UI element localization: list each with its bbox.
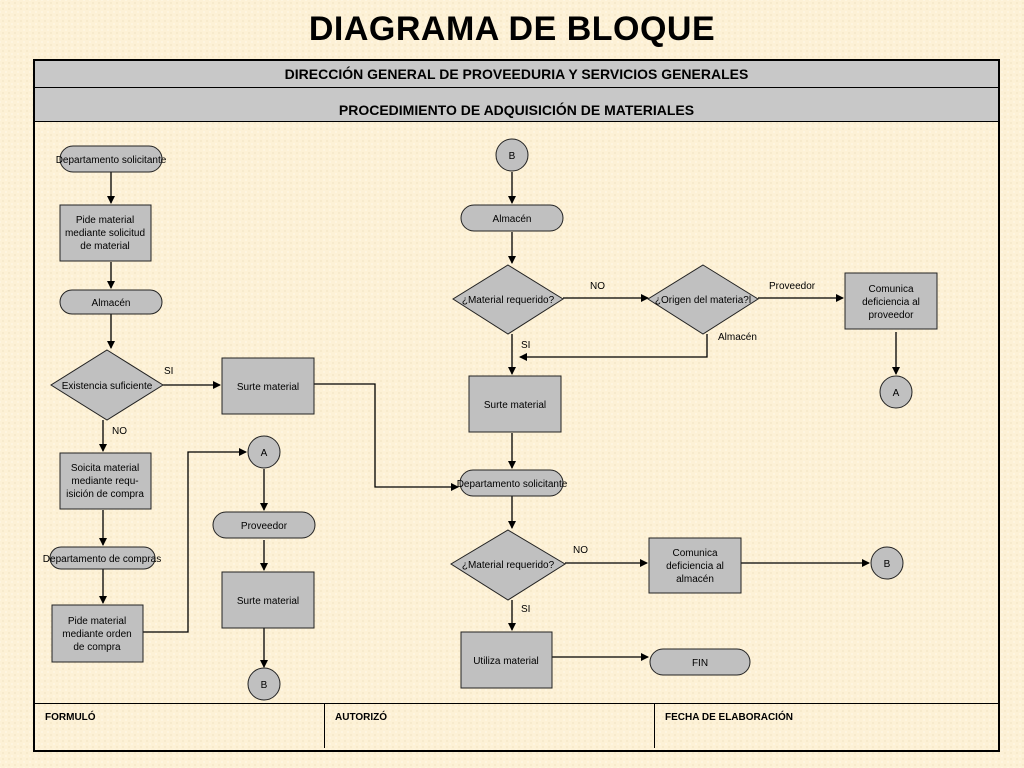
label-si-requerido-2: SI: [521, 604, 530, 615]
connector-a-right: A: [879, 375, 913, 409]
svg-text:B: B: [509, 151, 516, 162]
process-comunica-almacen: Comunica deficiencia al almacén: [648, 537, 742, 594]
footer-formulo: FORMULÓ: [35, 703, 325, 748]
label-no-requerido-2: NO: [573, 545, 588, 556]
footer-fecha: FECHA DE ELABORACIÓN: [655, 703, 998, 748]
svg-text:B: B: [261, 680, 268, 691]
decision-existencia-suficiente: Existencia suficiente: [50, 349, 164, 421]
decision-origen-material: ¿Origen del materia?l: [647, 264, 759, 335]
svg-text:Utiliza material: Utiliza material: [473, 656, 539, 667]
label-proveedor-branch: Proveedor: [769, 281, 816, 292]
connector-b-top: B: [495, 138, 529, 172]
label-no-existencia: NO: [112, 426, 127, 437]
svg-text:Soicita material: Soicita material: [71, 463, 139, 474]
svg-text:Surte material: Surte material: [237, 382, 299, 393]
svg-text:¿Material requerido?: ¿Material requerido?: [462, 560, 555, 571]
svg-text:proveedor: proveedor: [868, 310, 914, 321]
svg-text:Pide material: Pide material: [68, 616, 126, 627]
terminal-departamento-compras: Departamento de compras: [43, 546, 161, 570]
svg-text:Pide material: Pide material: [76, 215, 134, 226]
terminal-departamento-solicitante: Departamento solicitante: [56, 145, 167, 173]
svg-text:Departamento de compras: Departamento de compras: [43, 554, 161, 565]
svg-text:¿Material requerido?: ¿Material requerido?: [462, 295, 555, 306]
svg-text:deficiencia al: deficiencia al: [666, 561, 724, 572]
label-si-existencia: SI: [164, 366, 173, 377]
svg-text:B: B: [884, 559, 891, 570]
terminal-almacen-left: Almacén: [59, 289, 163, 315]
svg-text:Existencia suficiente: Existencia suficiente: [62, 381, 153, 392]
process-utiliza-material: Utiliza material: [460, 631, 553, 689]
terminal-almacen-right: Almacén: [460, 204, 564, 232]
process-surte-material-1: Surte material: [221, 357, 315, 415]
svg-text:mediante orden: mediante orden: [62, 629, 132, 640]
svg-text:Almacén: Almacén: [92, 298, 131, 309]
svg-text:Departamento solicitante: Departamento solicitante: [457, 479, 568, 490]
page-title: DIAGRAMA DE BLOQUE: [308, 10, 716, 48]
footer-autorizo: AUTORIZÓ: [325, 703, 655, 748]
decision-material-requerido-2: ¿Material requerido?: [450, 529, 566, 601]
svg-text:FIN: FIN: [692, 658, 708, 669]
svg-text:¿Origen del materia?l: ¿Origen del materia?l: [655, 295, 751, 306]
svg-text:Surte material: Surte material: [484, 400, 546, 411]
connector-b-mid: B: [247, 667, 281, 701]
svg-text:de material: de material: [80, 241, 129, 252]
connector-b-right: B: [870, 546, 904, 580]
svg-text:Surte material: Surte material: [237, 596, 299, 607]
svg-text:Almacén: Almacén: [493, 214, 532, 225]
svg-text:A: A: [893, 388, 900, 399]
svg-text:Comunica: Comunica: [868, 284, 913, 295]
organization-header: DIRECCIÓN GENERAL DE PROVEEDURIA Y SERVI…: [35, 61, 998, 88]
process-comunica-proveedor: Comunica deficiencia al proveedor: [844, 272, 938, 330]
procedure-header: PROCEDIMIENTO DE ADQUISICIÓN DE MATERIAL…: [35, 88, 998, 122]
terminal-departamento-solicitante-2: Departamento solicitante: [457, 469, 568, 497]
connector-lines: [99, 172, 900, 668]
decision-material-requerido-1: ¿Material requerido?: [452, 264, 564, 335]
label-si-requerido-1: SI: [521, 340, 530, 351]
svg-text:A: A: [261, 448, 268, 459]
process-solicita-compra: Soicita material mediante requ- isición …: [59, 452, 152, 510]
svg-text:mediante requ-: mediante requ-: [71, 476, 138, 487]
svg-text:Departamento solicitante: Departamento solicitante: [56, 155, 167, 166]
svg-text:mediante solicitud: mediante solicitud: [65, 228, 145, 239]
process-pide-material-solicitud: Pide material mediante solicitud de mate…: [59, 204, 152, 262]
svg-text:de compra: de compra: [73, 642, 121, 653]
process-surte-material-3: Surte material: [468, 375, 562, 433]
terminal-proveedor: Proveedor: [212, 511, 316, 539]
diagram-frame: [33, 59, 1000, 752]
svg-text:isición de compra: isición de compra: [66, 489, 144, 500]
terminal-fin: FIN: [649, 648, 751, 676]
svg-text:almacén: almacén: [676, 574, 714, 585]
label-almacen-branch: Almacén: [718, 332, 757, 343]
label-no-requerido-1: NO: [590, 281, 605, 292]
process-surte-material-2: Surte material: [221, 571, 315, 629]
connector-a-mid: A: [247, 435, 281, 469]
svg-text:deficiencia al: deficiencia al: [862, 297, 920, 308]
svg-text:Comunica: Comunica: [672, 548, 717, 559]
process-pide-material-orden: Pide material mediante orden de compra: [51, 604, 144, 663]
svg-text:Proveedor: Proveedor: [241, 521, 288, 532]
